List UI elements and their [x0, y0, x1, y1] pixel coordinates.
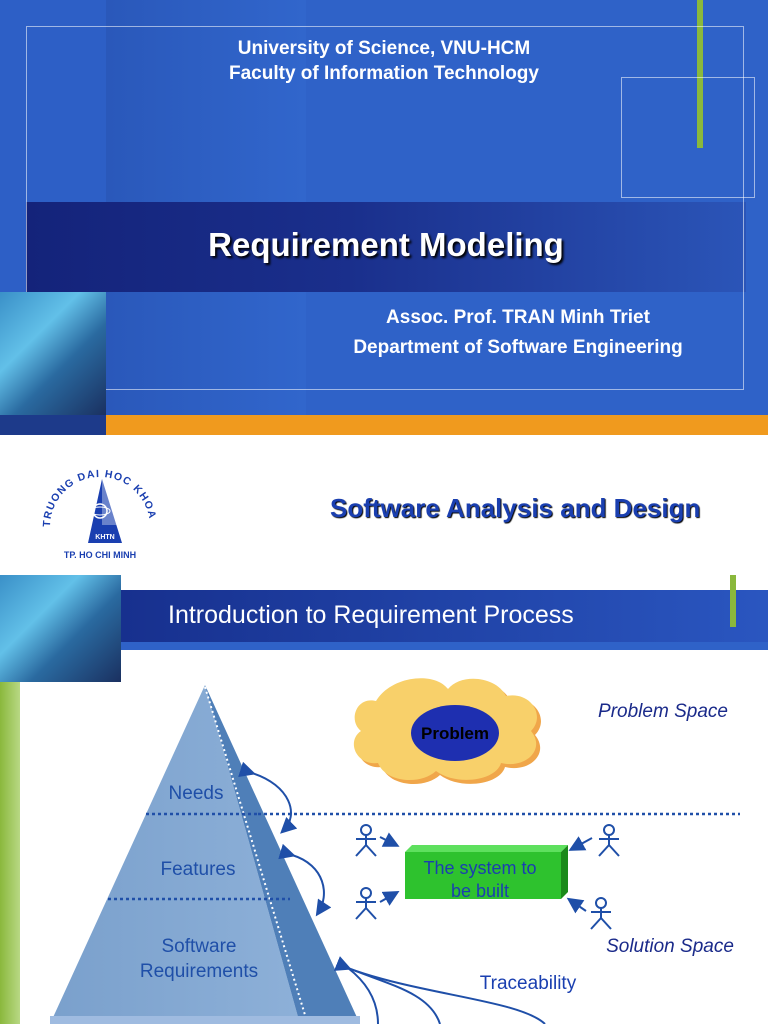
- stripe-dark-segment: [0, 415, 106, 435]
- green-accent-bar: [730, 575, 736, 627]
- requirements-pyramid: Needs Features Software Requirements: [50, 685, 360, 1024]
- atom-icon: [92, 503, 108, 519]
- decorative-frame-small: [621, 77, 755, 198]
- actor-icon: [598, 824, 620, 857]
- actor-icon: [355, 887, 377, 920]
- slide-title: Introduction to Requirement Process: [168, 601, 574, 629]
- university-name: University of Science, VNU-HCM: [237, 38, 531, 59]
- title-slide: University of Science, VNU-HCM Faculty o…: [0, 0, 768, 435]
- university-logo: TRUONG DAI HOC KHOA HOC TU NHIEN KHTN TP…: [30, 455, 158, 560]
- monitor-photo: [0, 575, 121, 682]
- orange-stripe: [0, 415, 768, 435]
- traceability-label: Traceability: [480, 973, 577, 994]
- system-label-2: be built: [451, 881, 509, 901]
- problem-label: Problem: [421, 724, 489, 743]
- header-underline: [121, 642, 768, 650]
- logo-sail-icon: [88, 479, 122, 543]
- faculty-name: Faculty of Information Technology: [229, 63, 539, 84]
- problem-space-label: Problem Space: [598, 701, 728, 722]
- stakeholder-icons: [355, 824, 620, 930]
- needs-features-arrow: [238, 761, 298, 834]
- monitor-photo: [0, 292, 106, 415]
- requirement-process-diagram: Needs Features Software Requirements Pro…: [50, 678, 740, 1024]
- actor-icon: [355, 824, 377, 857]
- header-title-bar: [121, 590, 768, 642]
- slide-title: Requirement Modeling: [208, 226, 564, 263]
- features-requirements-arrow: [278, 843, 332, 917]
- actor-icon: [590, 897, 612, 930]
- title-bar: [26, 202, 746, 292]
- actor-arrows: [379, 832, 593, 914]
- green-accent-bar: [697, 0, 703, 148]
- system-box: The system to be built: [405, 845, 568, 901]
- problem-cloud: Problem: [353, 678, 541, 785]
- left-green-band: [0, 682, 20, 1024]
- author-name: Assoc. Prof. TRAN Minh Triet: [386, 307, 650, 328]
- department-name: Department of Software Engineering: [353, 337, 683, 358]
- features-label: Features: [161, 859, 236, 880]
- content-slide: Introduction to Requirement Process Need…: [0, 575, 768, 1024]
- course-title: Software Analysis and Design: [330, 493, 701, 523]
- system-label: The system to: [423, 858, 536, 878]
- logo-city-text: TP. HO CHI MINH: [64, 550, 136, 560]
- logo-badge: KHTN: [95, 534, 114, 541]
- course-banner: TRUONG DAI HOC KHOA HOC TU NHIEN KHTN TP…: [0, 435, 768, 575]
- solution-space-label: Solution Space: [606, 936, 734, 957]
- traceability-arrows: [333, 956, 546, 1024]
- needs-label: Needs: [169, 783, 224, 804]
- software-requirements-label: Software: [162, 936, 237, 957]
- software-requirements-label-2: Requirements: [140, 961, 258, 982]
- decorative-frame: [26, 26, 744, 390]
